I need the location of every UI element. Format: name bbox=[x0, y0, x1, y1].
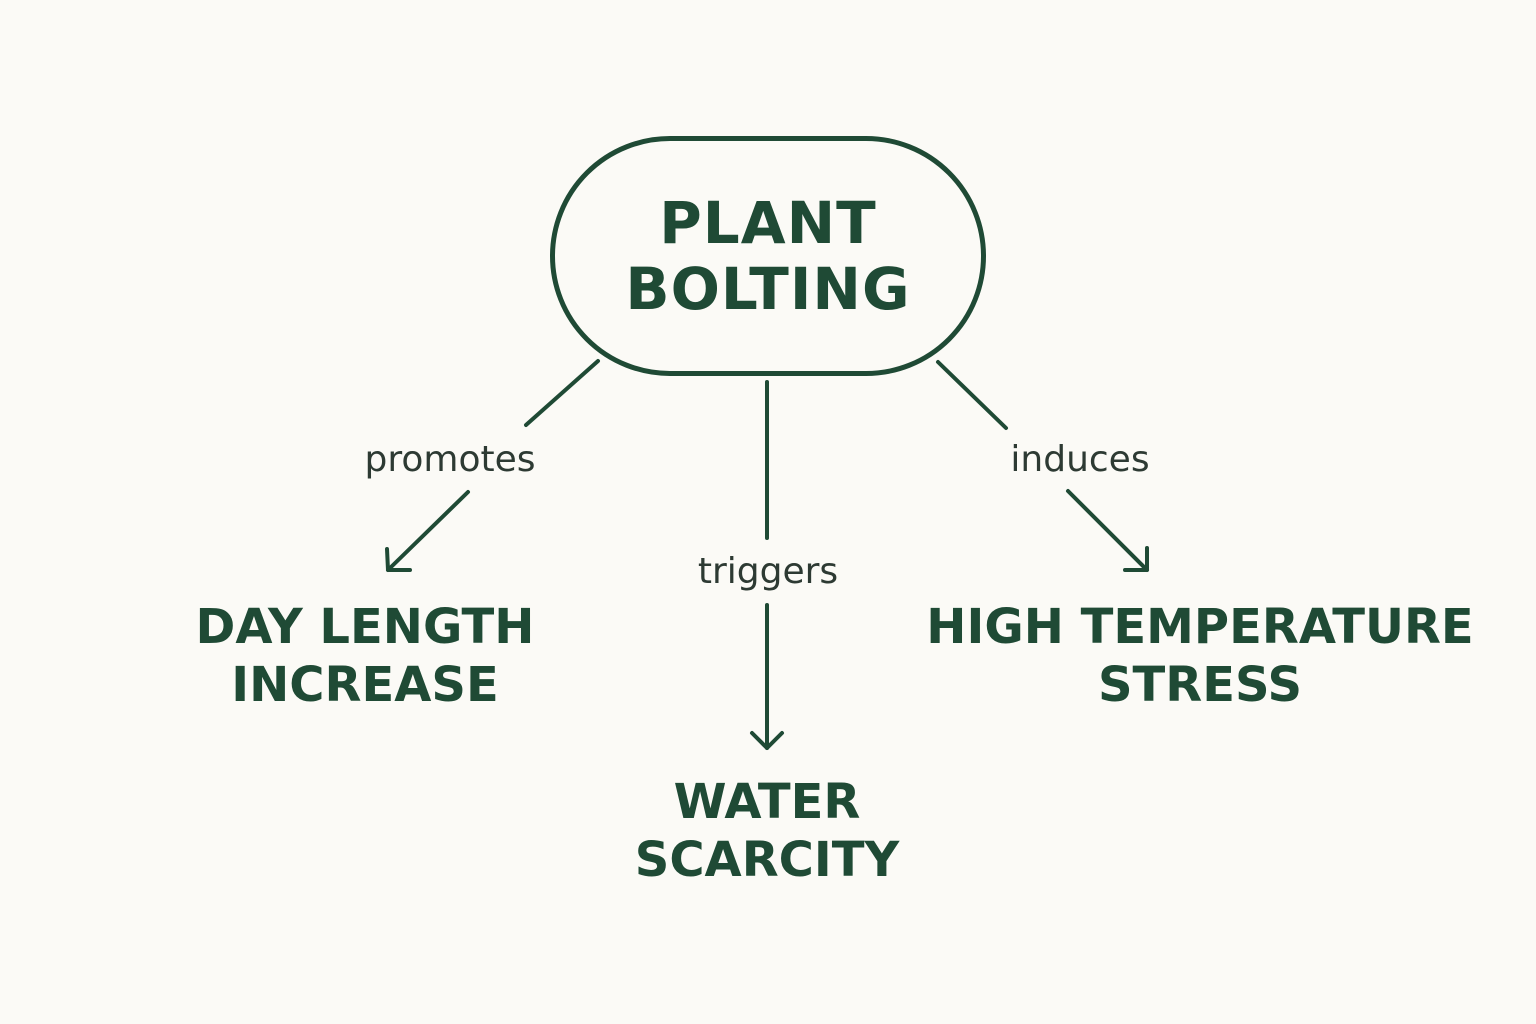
center-node-plant-bolting: PLANT BOLTING bbox=[550, 136, 986, 376]
center-node-line-2: BOLTING bbox=[625, 255, 911, 323]
connector-right-upper bbox=[936, 360, 1008, 430]
edge-label-promotes: promotes bbox=[364, 439, 536, 480]
edge-label-induces: induces bbox=[1010, 439, 1150, 480]
target-node-high-temperature-stress: HIGH TEMPERATURE STRESS bbox=[915, 598, 1485, 714]
target-left-line-1: DAY LENGTH bbox=[195, 599, 535, 655]
target-right-line-1: HIGH TEMPERATURE bbox=[926, 599, 1474, 655]
edge-label-triggers: triggers bbox=[697, 551, 839, 592]
arrowhead-middle bbox=[750, 731, 784, 750]
target-node-day-length-increase: DAY LENGTH INCREASE bbox=[150, 598, 580, 714]
target-middle-line-1: WATER bbox=[673, 774, 861, 830]
target-node-water-scarcity: WATER SCARCITY bbox=[567, 773, 967, 889]
arrowhead-left bbox=[385, 547, 412, 572]
connector-right-lower bbox=[1066, 489, 1149, 572]
target-left-line-2: INCREASE bbox=[231, 657, 499, 713]
connector-left-upper bbox=[524, 359, 600, 427]
connector-left-lower bbox=[386, 490, 470, 572]
center-node-line-1: PLANT bbox=[659, 189, 877, 257]
arrowhead-right bbox=[1123, 546, 1149, 572]
target-middle-line-2: SCARCITY bbox=[634, 832, 900, 888]
target-right-line-2: STRESS bbox=[1097, 657, 1303, 713]
